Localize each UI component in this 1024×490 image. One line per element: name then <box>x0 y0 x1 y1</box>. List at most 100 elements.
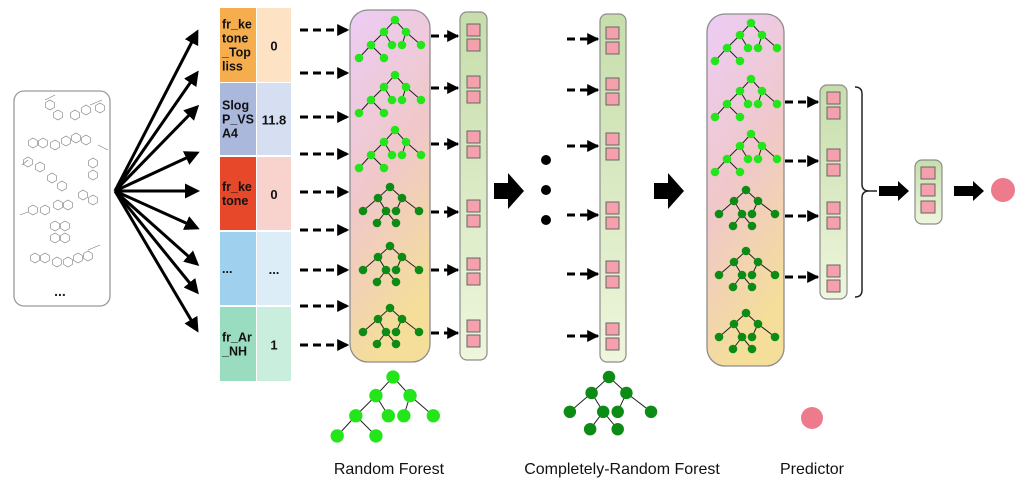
feature-name-text: tone <box>222 32 248 46</box>
tree-node <box>644 405 658 419</box>
aggregation-brace <box>854 86 877 298</box>
tree-node <box>397 193 407 203</box>
feature-name-cell <box>220 307 256 381</box>
tree-node <box>753 154 763 164</box>
tree-node <box>403 388 417 403</box>
vector-cell <box>605 337 620 351</box>
tree-node <box>372 277 382 287</box>
vector-cell <box>466 272 481 286</box>
vector-cell <box>605 322 620 336</box>
vector-cell <box>605 92 620 106</box>
tree-node <box>585 386 598 400</box>
tree-node <box>770 209 780 219</box>
tree-node <box>722 43 732 53</box>
averaged-class-vector <box>914 159 943 225</box>
stage-ellipsis-dots <box>541 155 551 225</box>
tree-node <box>770 332 780 342</box>
tree-node <box>385 241 395 251</box>
tree-node <box>414 206 424 216</box>
feature-value-cell <box>257 232 291 305</box>
tree-node <box>611 405 624 419</box>
fan-arrow <box>113 70 199 192</box>
tree-node <box>735 86 745 96</box>
tree-node <box>366 95 376 105</box>
vector-cell <box>466 257 481 271</box>
feature-value-cell <box>257 83 291 155</box>
vector-cell <box>826 264 841 278</box>
fan-arrow <box>113 104 200 193</box>
tree-node <box>747 344 757 354</box>
random-forest-tree <box>710 129 782 177</box>
vector-cell <box>605 147 620 161</box>
tree-node <box>379 163 389 173</box>
tree-node <box>735 141 745 151</box>
vector-cell <box>920 166 936 180</box>
tree-node <box>714 270 724 280</box>
fan-out-arrows <box>113 29 200 333</box>
tree-node <box>772 43 782 53</box>
feature-value-text: 11.8 <box>262 113 287 128</box>
legend-completely-random-forest-label: Completely-Random Forest <box>524 461 720 478</box>
tree-node <box>401 27 411 37</box>
tree-node <box>710 112 720 122</box>
tree-node <box>373 193 383 203</box>
tree-node <box>379 137 389 147</box>
feature-value-text: ... <box>269 262 280 277</box>
tree-node <box>381 327 391 337</box>
vector-cell <box>466 145 481 159</box>
tree-node <box>414 327 424 337</box>
tree-node <box>369 388 383 403</box>
tree-node <box>710 56 720 66</box>
tree-node <box>391 339 401 349</box>
tree-node <box>620 386 633 400</box>
feature-value-text: 0 <box>270 39 277 54</box>
completely-random-forest-tree <box>358 303 424 349</box>
vector-cell <box>466 214 481 228</box>
tree-node <box>391 206 401 216</box>
completely-random-forest-tree <box>714 308 780 354</box>
feature-name-cell <box>220 232 256 305</box>
tree-node <box>735 56 745 66</box>
legend-completely-random-forest-tree <box>563 370 658 436</box>
tree-node <box>385 303 395 313</box>
tree-node <box>743 154 753 164</box>
feature-name-text: ... <box>222 262 232 276</box>
tree-node <box>390 15 400 25</box>
class-vector-panel-level-1 <box>459 11 488 361</box>
tree-node <box>563 405 577 419</box>
vector-cell <box>605 41 620 55</box>
tree-node <box>757 30 767 40</box>
tree-node <box>757 141 767 151</box>
tree-node <box>379 27 389 37</box>
feature-name-text: tone <box>222 194 248 208</box>
tree-node <box>416 40 426 50</box>
tree-node <box>746 18 756 28</box>
tree-node <box>387 40 397 50</box>
tree-node <box>757 86 767 96</box>
fan-arrow <box>114 189 200 266</box>
tree-node <box>401 82 411 92</box>
molecule-structures-icon <box>19 94 109 268</box>
tree-node <box>583 422 597 436</box>
random-forest-tree <box>354 125 426 173</box>
tree-node <box>602 370 616 384</box>
legend-completely-random-forest-tree-icon <box>563 370 658 436</box>
tree-node <box>737 270 747 280</box>
tree-node <box>379 82 389 92</box>
tree-node <box>397 314 407 324</box>
tree-node <box>714 332 724 342</box>
vector-cell <box>466 75 481 89</box>
vector-cell <box>826 91 841 105</box>
ellipsis-dot <box>541 185 551 195</box>
feature-value-cell <box>257 157 291 230</box>
tree-node <box>753 257 763 267</box>
forest-panel-level-n <box>706 13 785 367</box>
tree-node <box>772 154 782 164</box>
forest-panel-level-1 <box>349 9 431 363</box>
random-forest-tree <box>710 18 782 66</box>
vector-cell <box>466 90 481 104</box>
tree-node <box>729 319 739 329</box>
